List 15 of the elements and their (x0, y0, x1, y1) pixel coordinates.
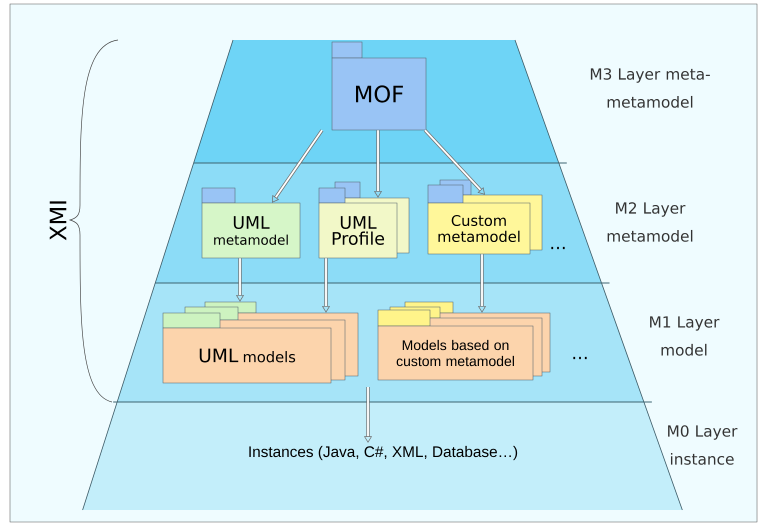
layer-label: M3 Layer meta-metamodel (590, 68, 710, 108)
package-box: UML metamodel (202, 188, 300, 258)
package-box: MOF (332, 42, 426, 130)
arrow (424, 129, 485, 195)
package-box: Models based on custom metamodel (378, 302, 550, 380)
package-box: UML models (162, 302, 358, 384)
layer-label: M0 Layer instance (668, 425, 738, 465)
layer-label: M1 Layer model (650, 316, 720, 356)
ellipsis: … (573, 356, 587, 360)
package-box: Custom metamodel (428, 180, 542, 254)
instances-text: Instances (Java, C#, XML, Database…) (249, 446, 518, 460)
arrow (272, 129, 324, 203)
package-box: UML Profile (318, 182, 410, 258)
brace-label: XMI (50, 201, 66, 240)
layer-label: M2 Layer metamodel (608, 202, 692, 242)
